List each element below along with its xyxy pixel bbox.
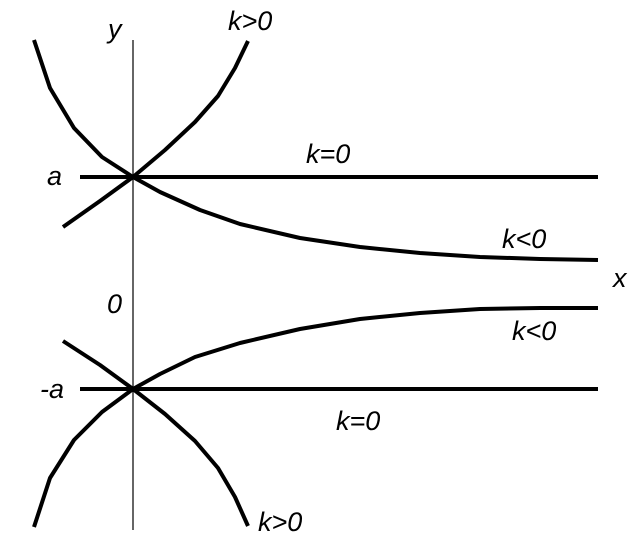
upper-k-pos-label: k>0: [228, 6, 272, 36]
lower-k-zero-label: k=0: [336, 406, 380, 436]
upper-k-zero-label: k=0: [306, 139, 350, 169]
upper-k-neg-label: k<0: [502, 224, 546, 254]
lower-k-pos-left-curve: [61, 339, 135, 391]
x-axis-label: x: [611, 263, 628, 293]
level-a-label: a: [47, 161, 62, 191]
origin-label: 0: [107, 289, 122, 319]
lower-k-neg-label: k<0: [512, 316, 556, 346]
lower-k-pos-right-curve: [131, 387, 250, 527]
upper-k-pos-rising-curve: [61, 40, 250, 229]
level-neg-a-label: -a: [40, 374, 64, 404]
y-axis-label: y: [106, 14, 123, 44]
upper-k-pos-falling-curve: [32, 39, 135, 179]
lower-k-pos-falling-curve: [32, 387, 135, 528]
lower-k-pos-label: k>0: [258, 507, 302, 537]
upper-k-neg-curve: [132, 175, 599, 262]
lower-k-neg-curve: [132, 306, 598, 391]
